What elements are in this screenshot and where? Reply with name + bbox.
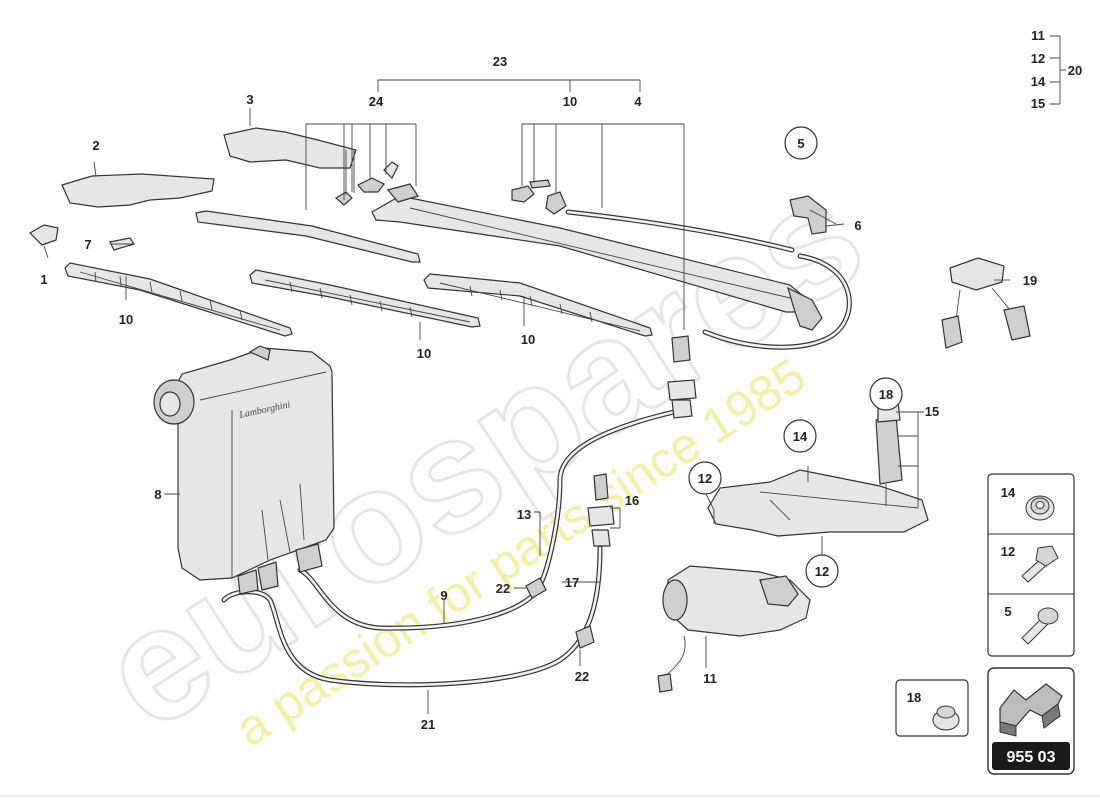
pan-screw-icon <box>1021 607 1059 645</box>
wiper-blade-right <box>423 273 653 337</box>
circled-callouts: 5 12 12 14 18 <box>688 126 903 588</box>
callout-4: 4 <box>634 94 642 109</box>
legend-item-14: 14 <box>1001 485 1016 500</box>
callout-12-group: 12 <box>1031 51 1045 66</box>
callout-10-blade-right: 10 <box>521 332 535 347</box>
wiper-arm-cover-2 <box>61 173 215 208</box>
wiper-clips <box>511 179 567 215</box>
callout-10-blade-center: 10 <box>417 346 431 361</box>
legend-nut-18: 18 <box>907 690 921 705</box>
washer-nozzle-valve <box>667 335 697 419</box>
svg-text:18: 18 <box>879 387 893 402</box>
leader-lines <box>43 35 1066 714</box>
wiper-arm-right <box>371 183 823 331</box>
wiper-blade-center <box>249 269 481 328</box>
callout-3: 3 <box>246 92 253 107</box>
callout-19: 19 <box>1023 273 1037 288</box>
callout-22-lower: 22 <box>575 669 589 684</box>
callout-11-group: 11 <box>1031 28 1045 43</box>
wiper-blade-left <box>64 262 293 337</box>
callout-9: 9 <box>440 588 447 603</box>
callout-10-blade-left: 10 <box>119 312 133 327</box>
page-code-box: 955 03 <box>987 667 1075 775</box>
check-valve-16 <box>587 473 615 547</box>
legend-item-12: 12 <box>1001 544 1015 559</box>
inline-connectors-22 <box>525 577 595 649</box>
callout-11-motor: 11 <box>703 671 717 686</box>
circled-callout-12-left: 12 <box>688 461 722 495</box>
svg-text:12: 12 <box>698 471 712 486</box>
hose-elbow-6 <box>789 195 827 235</box>
svg-text:12: 12 <box>815 564 829 579</box>
callout-15-nut: 15 <box>925 404 939 419</box>
electrical-connector-19 <box>941 257 1031 349</box>
callout-20: 20 <box>1068 63 1082 78</box>
svg-text:14: 14 <box>793 429 808 444</box>
callout-23: 23 <box>493 54 507 69</box>
callout-24: 24 <box>369 94 384 109</box>
wiper-arm-cover-3 <box>223 127 357 169</box>
callout-7: 7 <box>84 237 91 252</box>
callout-2: 2 <box>92 138 99 153</box>
svg-text:5: 5 <box>797 136 804 151</box>
callout-numbers: 1 2 3 4 6 7 8 9 10 10 10 10 11 11 12 13 … <box>40 28 1082 732</box>
wiper-motor <box>657 565 811 693</box>
callout-8: 8 <box>154 487 161 502</box>
callout-16: 16 <box>625 493 639 508</box>
cap-nut-icon <box>932 705 960 731</box>
fastener-legend: 14 12 5 18 <box>895 473 1075 737</box>
hex-bolt-icon <box>1021 545 1059 583</box>
callout-17: 17 <box>565 575 579 590</box>
callout-21: 21 <box>421 717 435 732</box>
circled-callout-14: 14 <box>783 419 817 453</box>
callout-14-group: 14 <box>1031 74 1046 89</box>
wiper-arm-left <box>195 210 421 263</box>
callout-1: 1 <box>40 272 47 287</box>
wiper-end-cap-1 <box>29 224 59 246</box>
wiper-motor-bracket <box>707 401 929 537</box>
view-arrow-icon <box>999 683 1063 737</box>
circled-callout-12-lower: 12 <box>805 554 839 588</box>
callout-15-group: 15 <box>1031 96 1045 111</box>
callout-13: 13 <box>517 507 531 522</box>
flange-nut-icon <box>1025 495 1055 521</box>
callout-10-clips: 10 <box>563 94 577 109</box>
circled-callout-5: 5 <box>784 126 818 160</box>
washer-tank-8: Lamborghini <box>153 345 335 595</box>
callout-22-left: 22 <box>496 581 510 596</box>
page-code: 955 03 <box>1007 749 1056 766</box>
callout-6: 6 <box>854 218 861 233</box>
circled-callout-18: 18 <box>869 377 903 411</box>
legend-item-5: 5 <box>1004 604 1011 619</box>
